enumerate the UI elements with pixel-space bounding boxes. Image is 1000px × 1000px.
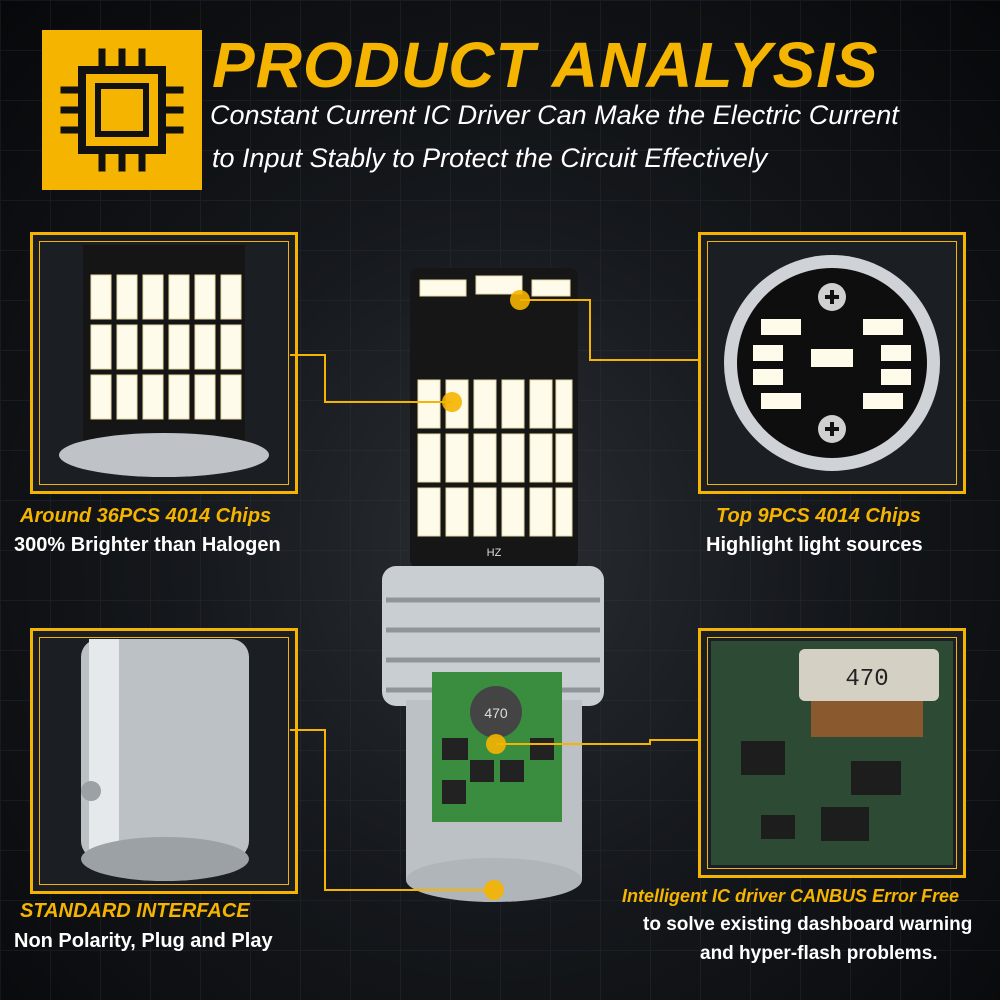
caption-top-chips-body: Highlight light sources [706, 534, 923, 556]
caption-interface-title: STANDARD INTERFACE [20, 900, 250, 922]
caption-driver-body-1: to solve existing dashboard warning [643, 914, 973, 935]
caption-top-chips-title: Top 9PCS 4014 Chips [716, 505, 921, 527]
side-chips-illustration [59, 245, 269, 477]
panel-top-chips [698, 232, 966, 494]
panel-frame [39, 637, 289, 885]
panel-ic-driver: 470 [698, 628, 966, 878]
top-chips-illustration [724, 255, 940, 471]
panel-frame [39, 241, 289, 485]
panel-standard-interface [30, 628, 298, 894]
header-icon-box [42, 30, 202, 190]
caption-interface-body: Non Polarity, Plug and Play [14, 930, 273, 952]
inductor-code: 470 [845, 666, 888, 693]
panel-frame [707, 241, 957, 485]
caption-driver-body-2: and hyper-flash problems. [700, 943, 938, 964]
driver-board-illustration: 470 [711, 641, 953, 865]
caption-side-chips-body: 300% Brighter than Halogen [14, 534, 281, 556]
chip-icon [60, 48, 184, 172]
bulb-base-illustration [81, 639, 249, 881]
panel-frame [707, 637, 957, 869]
caption-side-chips-title: Around 36PCS 4014 Chips [20, 505, 272, 527]
page-title: PRODUCT ANALYSIS [212, 29, 879, 101]
subtitle-line-2: to Input Stably to Protect the Circuit E… [212, 143, 768, 173]
panel-side-chips [30, 232, 298, 494]
caption-driver-title: Intelligent IC driver CANBUS Error Free [622, 886, 960, 906]
subtitle-line-1: Constant Current IC Driver Can Make the … [210, 100, 899, 130]
